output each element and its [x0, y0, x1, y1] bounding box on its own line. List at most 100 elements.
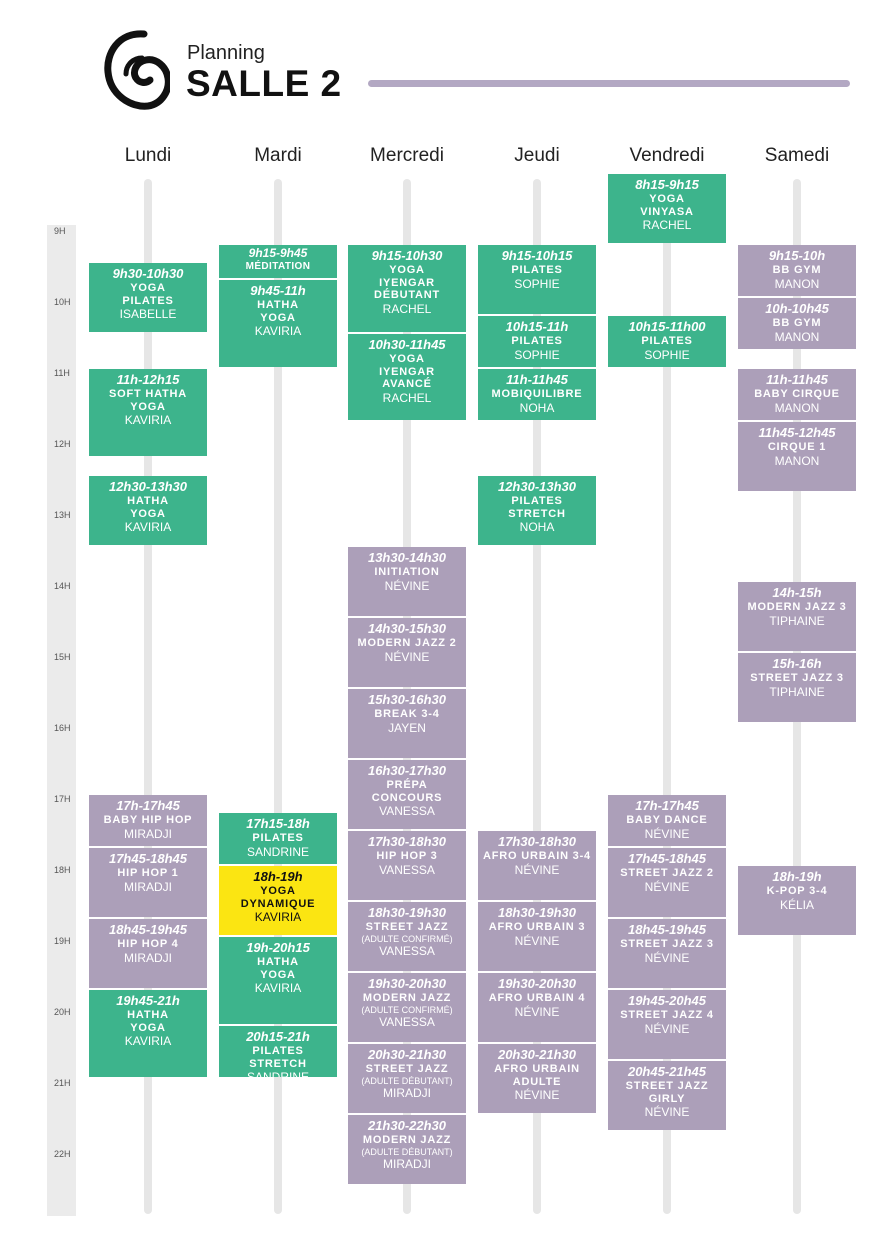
- slot-class-name: BREAK 3-4: [374, 707, 440, 720]
- slot-time: 18h-19h: [253, 869, 303, 884]
- day-header-2: Mardi: [254, 145, 302, 166]
- slot-time: 19h30-20h30: [367, 976, 447, 991]
- slot-level-note: (ADULTE CONFIRMÉ): [361, 933, 453, 944]
- slot-class-name: YOGA: [130, 281, 166, 294]
- slot-class-name: STREET JAZZ 3: [750, 671, 844, 684]
- hour-label: 11H: [54, 368, 70, 378]
- slot-class-name: BB GYM: [772, 263, 822, 276]
- slot-time: 9h15-10h15: [501, 248, 573, 263]
- slot-instructor: SOPHIE: [514, 347, 560, 362]
- slot-time: 16h30-17h30: [367, 763, 447, 778]
- slot-class-name: MODERN JAZZ 3: [747, 600, 847, 613]
- slot-class-name: IYENGAR: [379, 276, 435, 289]
- slot-instructor: TIPHAINE: [769, 613, 825, 628]
- slot-class-name: SOFT HATHA: [108, 387, 188, 400]
- slot-class-name: YOGA: [649, 192, 685, 205]
- slot-class-name: STREET JAZZ 4: [620, 1008, 714, 1021]
- slot-instructor: NÉVINE: [644, 1105, 690, 1120]
- slot-time: 17h30-18h30: [497, 834, 577, 849]
- slot-time: 20h15-21h: [246, 1029, 310, 1044]
- slot-time: 18h-19h: [772, 869, 822, 884]
- slot-class-name: PILATES: [122, 294, 174, 307]
- slot-class-name: HIP HOP 1: [117, 866, 179, 879]
- slot-class-name: DÉBUTANT: [373, 289, 441, 302]
- slot-class-name: STREET JAZZ: [365, 1062, 449, 1075]
- slot-class-name: YOGA: [260, 884, 296, 897]
- slot-class-name: MÉDITATION: [245, 260, 311, 272]
- slot-time: 13h30-14h30: [367, 550, 447, 565]
- slot-instructor: KAVIRIA: [124, 520, 172, 535]
- slot-class-name: STREET JAZZ 3: [620, 937, 714, 950]
- hour-label: 22H: [54, 1149, 71, 1159]
- slot-time: 17h-17h45: [116, 798, 180, 813]
- slot-instructor: MIRADJI: [124, 826, 172, 841]
- slot-level-note: (ADULTE DÉBUTANT): [361, 1075, 453, 1086]
- hour-label: 12H: [54, 439, 71, 449]
- slot-time: 11h-11h45: [766, 372, 828, 387]
- slot-class-name: STREET JAZZ: [625, 1079, 709, 1092]
- slot-instructor: NÉVINE: [644, 879, 690, 894]
- slot-time: 20h45-21h45: [627, 1064, 707, 1079]
- day-header-3: Mercredi: [370, 145, 444, 166]
- hour-label: 14H: [54, 581, 71, 591]
- slot-class-name: YOGA: [260, 311, 296, 324]
- slot-class-name: HATHA: [257, 955, 299, 968]
- slot-instructor: KAVIRIA: [254, 981, 302, 996]
- slot-instructor: SANDRINE: [222, 1070, 334, 1077]
- slot-instructor: NÉVINE: [514, 862, 560, 877]
- header-divider: [368, 80, 850, 87]
- day-line-4: [533, 179, 541, 1214]
- slot-time: 11h-12h15: [116, 372, 180, 387]
- hour-label: 21H: [54, 1078, 71, 1088]
- hour-label: 20H: [54, 1007, 71, 1017]
- slot-instructor: NÉVINE: [644, 950, 690, 965]
- slot-instructor: MANON: [774, 453, 820, 468]
